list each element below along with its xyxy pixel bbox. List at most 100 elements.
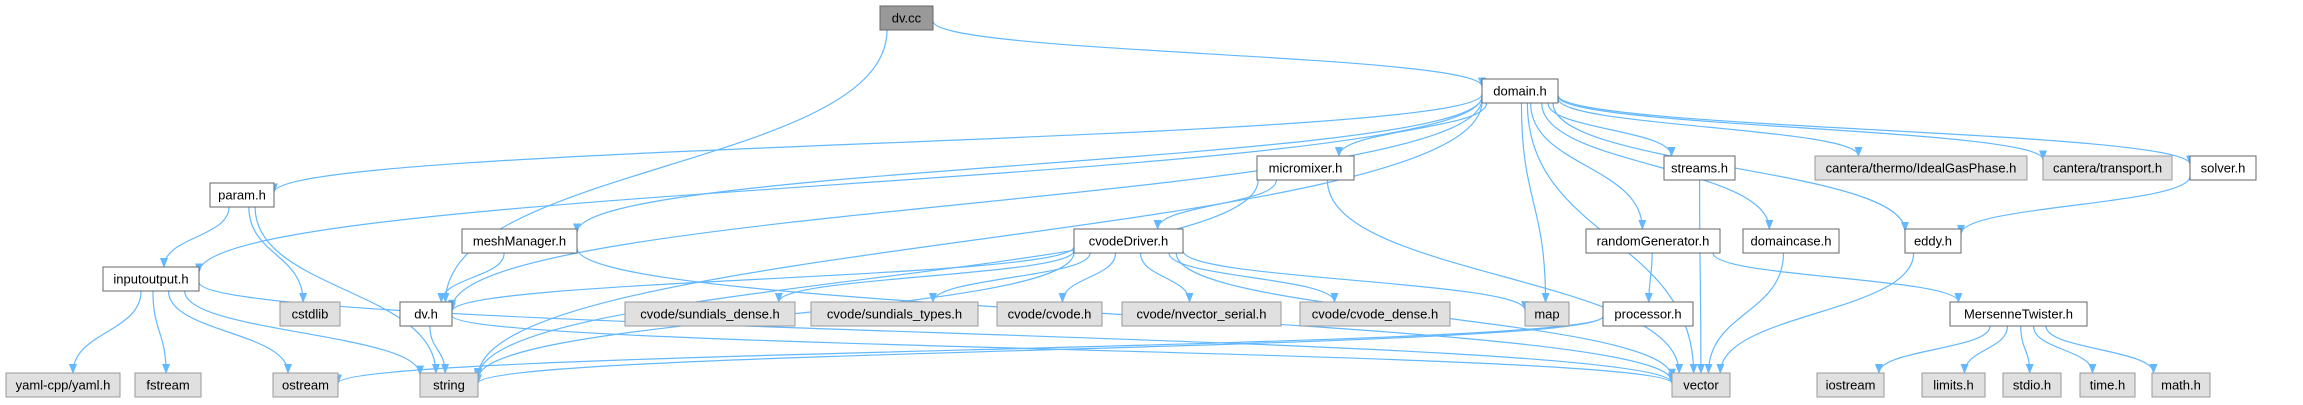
node-cvode: cvode/cvode.h [996, 301, 1103, 327]
edge-domain-to-meshManager [573, 96, 1483, 234]
node-label: micromixer.h [1269, 161, 1343, 176]
edge-domain-to-streams [1547, 102, 1676, 157]
node-label: cvode/cvode.h [1008, 307, 1092, 322]
node-processor[interactable]: processor.h [1602, 301, 1694, 327]
node-label: map [1534, 307, 1559, 322]
node-domaincase[interactable]: domaincase.h [1742, 228, 1840, 254]
node-box [102, 266, 200, 292]
node-mersenne[interactable]: MersenneTwister.h [1949, 301, 2088, 327]
node-nvector: cvode/nvector_serial.h [1121, 301, 1282, 327]
node-time: time.h [2079, 372, 2136, 398]
node-cvodeDriver[interactable]: cvodeDriver.h [1073, 228, 1184, 254]
edge-inputoutput-to-yaml [68, 290, 142, 374]
node-box [1256, 155, 1355, 181]
node-box [1671, 372, 1731, 398]
edge-cvodeDriver-to-suntypes [929, 252, 1091, 303]
node-box [419, 372, 479, 398]
edge-domain-to-inputoutput [195, 96, 1483, 274]
edge-param-to-string [254, 206, 440, 374]
node-box [1481, 78, 1559, 104]
node-cstdlib: cstdlib [279, 301, 341, 327]
edge-cvodeDriver-to-map [1182, 250, 1529, 312]
node-label: limits.h [1933, 378, 1973, 393]
node-box [1121, 301, 1282, 327]
node-streams[interactable]: streams.h [1663, 155, 1736, 181]
node-label: randomGenerator.h [1597, 234, 1710, 249]
node-box [1816, 372, 1885, 398]
node-label: meshManager.h [473, 234, 566, 249]
edge-streams-to-vector [1696, 179, 1705, 374]
node-label: streams.h [1671, 161, 1728, 176]
node-label: cvode/sundials_types.h [827, 307, 962, 322]
edge-meshManager-to-dvh [437, 252, 505, 303]
node-dvh[interactable]: dv.h [399, 301, 453, 327]
node-box [272, 372, 339, 398]
edge-domain-to-idealgas [1557, 98, 1863, 157]
node-box [2079, 372, 2136, 398]
node-label: dv.cc [892, 11, 922, 26]
edge-inputoutput-to-fstream [152, 290, 171, 374]
node-domain[interactable]: domain.h [1481, 78, 1559, 104]
node-box [2042, 155, 2173, 181]
edge-eddy-to-vector [1716, 252, 1915, 374]
edge-micromixer-to-string [474, 179, 1259, 379]
node-box [279, 301, 341, 327]
node-box [1904, 228, 1962, 254]
node-micromixer[interactable]: micromixer.h [1256, 155, 1355, 181]
node-label: yaml-cpp/yaml.h [16, 378, 111, 393]
node-label: time.h [2090, 378, 2125, 393]
node-transport: cantera/transport.h [2042, 155, 2173, 181]
edge-mersenne-to-limits [1960, 325, 2009, 374]
node-label: MersenneTwister.h [1964, 307, 2073, 322]
node-eddy[interactable]: eddy.h [1904, 228, 1962, 254]
node-cvodedense: cvode/cvode_dense.h [1299, 301, 1451, 327]
node-inputoutput[interactable]: inputoutput.h [102, 266, 200, 292]
node-box [1921, 372, 1986, 398]
edge-processor-to-ostream [334, 315, 1604, 385]
edge-processor-to-string [474, 316, 1604, 385]
node-label: domain.h [1493, 84, 1546, 99]
node-box [399, 301, 453, 327]
edge-domain-to-solver [1557, 94, 2194, 166]
node-label: processor.h [1614, 307, 1681, 322]
node-randomGenerator[interactable]: randomGenerator.h [1585, 228, 1721, 254]
node-box [1602, 301, 1694, 327]
node-string: string [419, 372, 479, 398]
node-label: math.h [2161, 378, 2201, 393]
node-label: cstdlib [292, 307, 329, 322]
node-label: domaincase.h [1751, 234, 1832, 249]
edge-mersenne-to-math [2045, 325, 2158, 374]
edge-randomGenerator-to-mersenne [1712, 252, 1963, 303]
edge-domain-to-domaincase [1541, 102, 1774, 230]
node-dvcc[interactable]: dv.cc [879, 5, 934, 31]
node-box [2002, 372, 2062, 398]
node-map: map [1524, 301, 1570, 327]
edge-mersenne-to-stdio [2020, 325, 2034, 374]
edge-domaincase-to-vector [1704, 252, 1785, 374]
node-label: string [433, 378, 465, 393]
edge-domain-to-transport [1557, 95, 2047, 161]
node-box [624, 301, 796, 327]
node-meshManager[interactable]: meshManager.h [461, 228, 578, 254]
edge-mersenne-to-time [2032, 325, 2097, 374]
node-param[interactable]: param.h [209, 182, 275, 208]
node-ostream: ostream [272, 372, 339, 398]
node-box [1949, 301, 2088, 327]
nodes-layer: dv.cc domain.h inputoutput.h param.h meshMan… [5, 5, 2257, 398]
node-box [5, 372, 121, 398]
node-vector: vector [1671, 372, 1731, 398]
node-box [209, 182, 275, 208]
node-box [461, 228, 578, 254]
node-label: cvode/sundials_dense.h [640, 307, 780, 322]
node-label: cantera/transport.h [2053, 161, 2162, 176]
edge-domain-to-string [474, 101, 1483, 379]
node-label: eddy.h [1914, 234, 1952, 249]
node-label: param.h [218, 188, 266, 203]
node-math: math.h [2151, 372, 2211, 398]
node-label: iostream [1826, 378, 1876, 393]
node-solver[interactable]: solver.h [2189, 155, 2257, 181]
node-label: fstream [146, 378, 189, 393]
edge-mersenne-to-iostream [1874, 325, 1991, 374]
node-limits: limits.h [1921, 372, 1986, 398]
